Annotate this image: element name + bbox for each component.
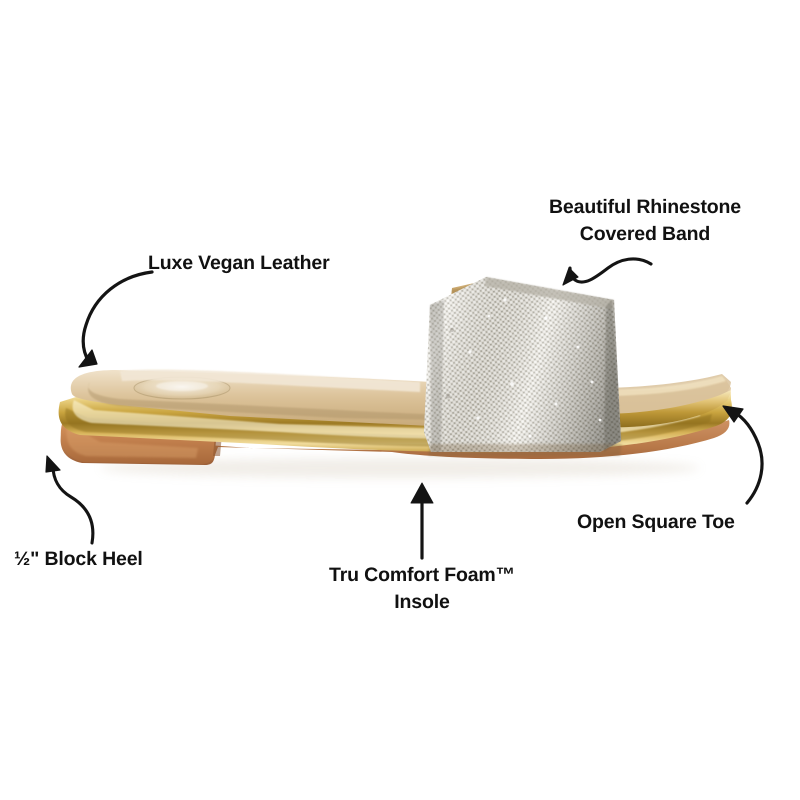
footbed-shadow-line [88, 382, 728, 423]
logo-medallion-core [156, 381, 208, 391]
callout-rhinestone-band-line2: Covered Band [579, 223, 711, 245]
callout-vegan-leather-label: Luxe Vegan Leather [148, 250, 330, 277]
callout-comfort-insole-line2: Insole [394, 591, 450, 613]
band-contact-shadow [428, 444, 622, 456]
callout-comfort-insole-line1: Tru Comfort Foam™ [329, 564, 515, 586]
band-right-edge-shadow [604, 300, 621, 452]
arrow-comfort-insole [410, 482, 434, 560]
arrow-vegan-leather [78, 270, 154, 368]
callout-square-toe-label: Open Square Toe [577, 509, 735, 536]
square-toe-top-highlight [610, 376, 726, 396]
callout-block-heel-line1: ½" Block Heel [14, 548, 143, 570]
band-sparkles [468, 288, 602, 438]
arrow-block-heel [45, 455, 95, 545]
callout-rhinestone-band-label: Beautiful Rhinestone Covered Band [549, 194, 741, 248]
callout-square-toe-line1: Open Square Toe [577, 511, 735, 533]
callout-comfort-insole-label: Tru Comfort Foam™ Insole [329, 562, 515, 616]
heel-highlight [66, 424, 198, 458]
rhinestone-band [424, 277, 621, 452]
square-toe-gold-edge [606, 390, 731, 428]
band-top-edge [485, 277, 614, 309]
callout-vegan-leather-line1: Luxe Vegan Leather [148, 252, 330, 274]
callout-rhinestone-band-line1: Beautiful Rhinestone [548, 196, 742, 218]
sole-gold-shine [72, 400, 701, 440]
footbed-back-collar [120, 369, 420, 392]
arrow-square-toe [722, 405, 764, 505]
callout-block-heel-label: ½" Block Heel [14, 546, 143, 573]
drop-shadow [100, 458, 700, 478]
band-left-edge-shadow [430, 300, 444, 452]
arrow-rhinestone-band [562, 257, 653, 286]
